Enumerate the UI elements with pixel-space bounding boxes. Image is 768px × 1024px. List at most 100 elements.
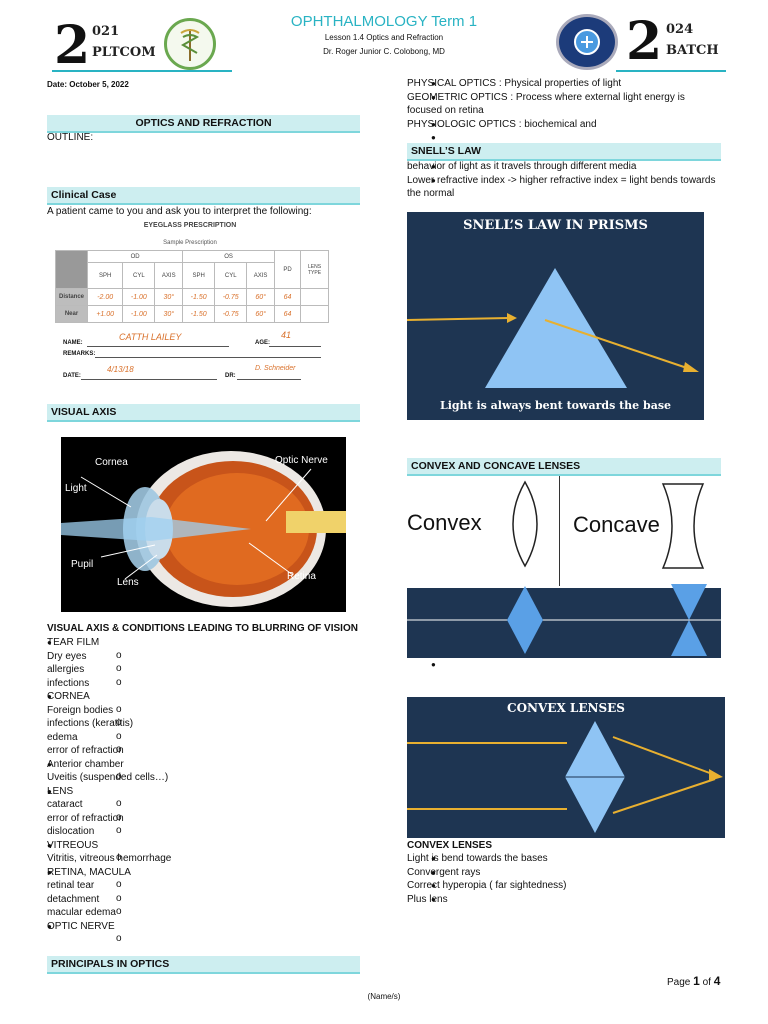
list-item: PHYSIOLOGIC OPTICS : biochemical and (407, 118, 719, 132)
rx-dr-value: D. Schneider (255, 365, 296, 372)
eye-label-lens: Lens (117, 577, 139, 588)
lesson-subtitle: Lesson 1.4 Optics and Refraction (324, 33, 444, 42)
list-item: Correct hyperopia ( far sightedness) (407, 879, 719, 893)
condition-subitem: Uveitis (suspended cells…) (47, 770, 347, 785)
panel-divider (559, 476, 560, 586)
convex-lenses-heading: CONVEX LENSES (407, 840, 493, 851)
prism-triangle (485, 268, 627, 388)
eye-label-cornea: Cornea (95, 457, 128, 468)
refracted-ray (544, 319, 688, 369)
lenses-heading: CONVEX AND CONCAVE LENSES (411, 460, 581, 472)
concave-symbol (671, 584, 707, 656)
rx-age-value: 41 (281, 330, 292, 340)
condition-item: LENS (47, 785, 347, 799)
condition-subitem: infections (47, 676, 347, 691)
right-logo-digit: 2 (626, 11, 663, 72)
condition-item: OPTIC NERVE (47, 920, 347, 934)
date: Date: October 5, 2022 (47, 80, 129, 89)
rx-cell-empty (300, 305, 329, 323)
list-item: Convergent rays (407, 866, 719, 880)
rx-remarks-line (95, 357, 321, 358)
condition-item: RETINA, MACULA (47, 866, 347, 880)
snell-bar: SNELL’S LAW (407, 143, 721, 161)
condition-item: Anterior chamber (47, 758, 347, 772)
rx-pd: PD (274, 250, 301, 289)
section-title: OPTICS AND REFRACTION (135, 117, 272, 129)
condition-subitem: macular edema (47, 905, 347, 920)
snell-list: behavior of light as it travels through … (407, 160, 719, 201)
condition-subitem: detachment (47, 892, 347, 907)
rx-subtitle: Sample Prescription (163, 240, 217, 246)
rx-col-header: CYL (214, 262, 248, 289)
rx-date-line (81, 379, 217, 380)
left-logo-underline (52, 70, 232, 72)
convex-panel: CONVEX LENSES (407, 697, 725, 838)
clinical-case-intro: A patient came to you and ask you to int… (47, 206, 312, 217)
rx-cell: -0.75 (214, 305, 248, 323)
right-logo-top: 024 (666, 22, 694, 37)
condition-subitem: retinal tear (47, 878, 347, 893)
condition-subitem: dislocation (47, 824, 347, 839)
convex-word: Convex (407, 510, 482, 535)
rx-cell: 60° (246, 305, 275, 323)
rx-name-label: NAME: (63, 340, 83, 346)
rx-row-label: Near (55, 305, 88, 323)
prism-title: SNELL’S LAW IN PRISMS (463, 218, 648, 233)
prism-panel: SNELL’S LAW IN PRISMS Light is always be… (407, 212, 704, 420)
page-title: OPHTHALMOLOGY Term 1 (290, 13, 478, 30)
batch-seal-icon (556, 14, 618, 70)
condition-subitem: edema (47, 730, 347, 745)
right-logo: 2 024 BATCH (556, 14, 726, 74)
list-item: PHYSICAL OPTICS : Physical properties of… (407, 77, 719, 91)
page-of: of (699, 977, 714, 988)
rx-cell: -2.00 (86, 288, 124, 306)
visual-axis-heading: VISUAL AXIS (51, 406, 117, 418)
left-logo-bottom: PLTCOM (92, 45, 156, 60)
rx-cell: 64 (274, 305, 301, 323)
concave-lens-outline (661, 483, 705, 569)
right-logo-bottom: BATCH (666, 43, 719, 58)
rx-cell: -1.50 (182, 288, 216, 306)
list-item: Plus lens (407, 893, 719, 907)
eye-label-optic-nerve: Optic Nerve (275, 455, 328, 466)
refracted-arrowhead (683, 362, 699, 372)
page-current: 1 (693, 974, 700, 988)
convex-symbol (507, 586, 543, 654)
eye-label-retina: Retina (287, 571, 316, 582)
rx-row-label: Distance (55, 288, 88, 306)
list-item: GEOMETRIC OPTICS : Process where externa… (407, 91, 719, 118)
page-prefix: Page (667, 977, 694, 988)
right-logo-underline (616, 70, 726, 72)
condition-item: TEAR FILM (47, 636, 347, 650)
prism-caption: Light is always bent towards the base (439, 399, 672, 412)
rx-cell: -0.75 (214, 288, 248, 306)
rx-cell: 30° (154, 288, 184, 306)
page-total: 4 (713, 974, 721, 988)
lens-dark-band (407, 588, 721, 658)
prism-diagram (407, 268, 699, 388)
left-logo-digit: 2 (54, 15, 91, 76)
rx-cell: 60° (246, 288, 275, 306)
eye-label-light: Light (65, 483, 87, 494)
rx-cell: -1.00 (122, 288, 156, 306)
condition-subitem: Dry eyes (47, 649, 347, 664)
rx-lens-type: LENS TYPE (300, 250, 329, 289)
left-logo: 2 021 PLTCOM (52, 18, 232, 74)
list-item: behavior of light as it travels through … (407, 160, 719, 174)
optics-list: PHYSICAL OPTICS : Physical properties of… (407, 77, 719, 145)
lenses-bar: CONVEX AND CONCAVE LENSES (407, 458, 721, 476)
rx-cell-empty (300, 288, 329, 306)
condition-subitem: error of refraction (47, 811, 347, 826)
rx-cell: 30° (154, 305, 184, 323)
convex-list: Light is bend towards the basesConvergen… (407, 852, 719, 906)
section-title-bar: OPTICS AND REFRACTION (47, 115, 360, 133)
rx-col-header: SPH (86, 262, 124, 289)
rx-title: EYEGLASS PRESCRIPTION (143, 222, 237, 229)
principals-heading: PRINCIPALS IN OPTICS (51, 958, 170, 970)
rx-col-header: CYL (122, 262, 156, 289)
clinical-case-bar: Clinical Case (47, 187, 360, 205)
clinical-case-heading: Clinical Case (51, 189, 117, 201)
